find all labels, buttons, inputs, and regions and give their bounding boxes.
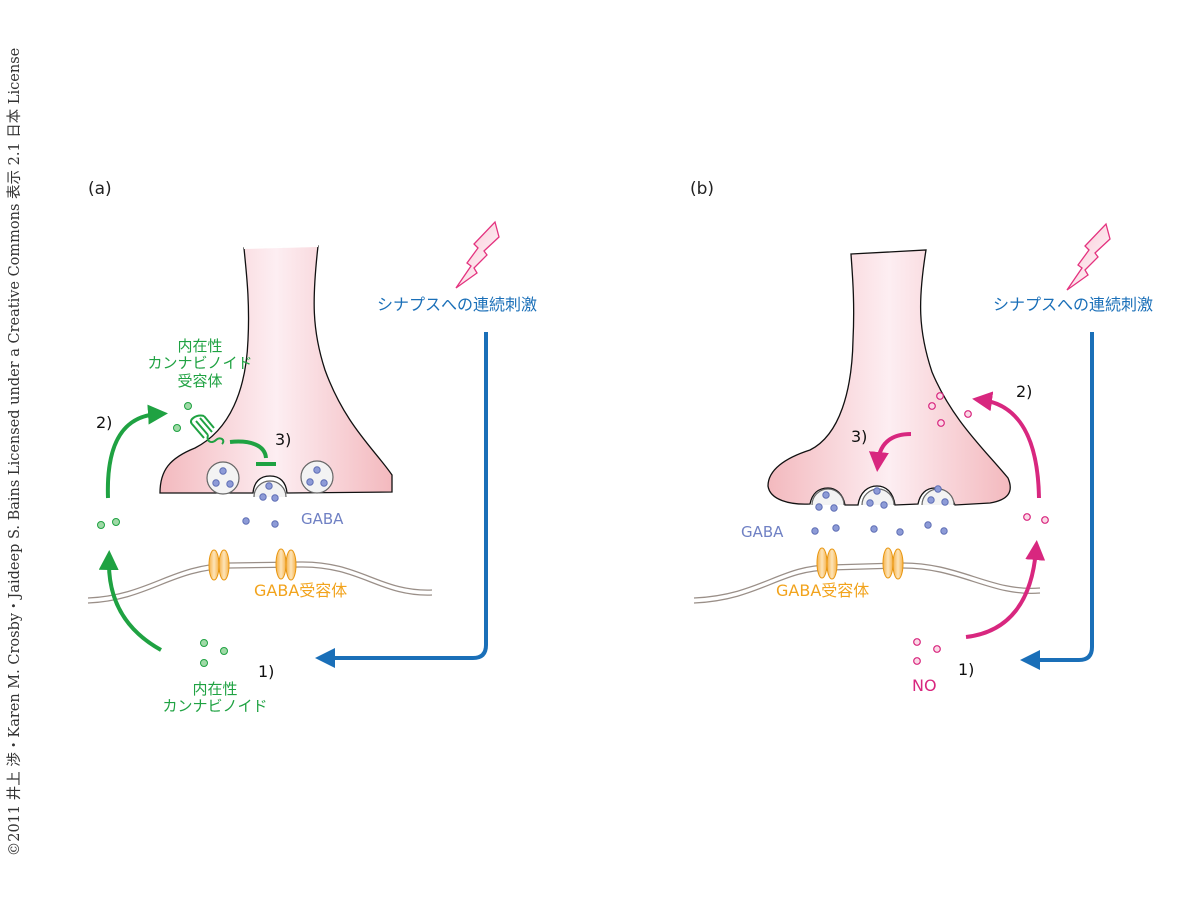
stimulus-label-a: シナプスへの連続刺激 bbox=[377, 295, 538, 314]
panel-b bbox=[693, 222, 1111, 670]
gaba-receptor bbox=[882, 547, 904, 580]
gaba-label-b: GABA bbox=[741, 523, 784, 541]
gaba-receptor-label-a: GABA受容体 bbox=[254, 581, 348, 600]
facilitation-arrow[interactable] bbox=[868, 432, 912, 472]
panel-b-label: (b) bbox=[690, 179, 715, 199]
step-3-label: 3) bbox=[851, 427, 868, 446]
cannabinoid-receptor-icon bbox=[190, 414, 225, 445]
stimulus-arrow[interactable] bbox=[315, 332, 488, 668]
stimulus-arrow[interactable] bbox=[1020, 332, 1094, 670]
inhibition-arrow[interactable] bbox=[229, 439, 276, 466]
endocannabinoid-label: 内在性 カンナビノイド bbox=[150, 680, 280, 716]
step-2-label: 2) bbox=[1016, 382, 1033, 401]
step-2-label: 2) bbox=[96, 413, 113, 432]
vesicle-releasing bbox=[811, 488, 845, 512]
lightning-bolt-icon bbox=[455, 220, 500, 289]
gaba-receptor-label-b: GABA受容体 bbox=[776, 581, 870, 600]
postsynaptic-membrane bbox=[87, 561, 433, 604]
gaba-receptor bbox=[208, 549, 230, 581]
label-line: カンナビノイド bbox=[162, 697, 268, 716]
lightning-bolt-icon bbox=[1066, 222, 1111, 291]
copyright-text: ©2011 井上 渉・Karen M. Crosby・Jaideep S. Ba… bbox=[7, 47, 23, 857]
vesicle-releasing bbox=[921, 485, 955, 506]
presynaptic-terminal bbox=[767, 249, 1011, 506]
gaba-receptor bbox=[275, 548, 297, 581]
stimulus-label-b: シナプスへの連続刺激 bbox=[993, 295, 1154, 314]
gaba-label-a: GABA bbox=[301, 510, 344, 528]
arrow-no-retrograde[interactable] bbox=[972, 391, 1041, 499]
step-1-label: 1) bbox=[258, 662, 275, 681]
arrow-no-diffusion[interactable] bbox=[965, 540, 1046, 639]
panel-a-label: (a) bbox=[88, 179, 112, 199]
panel-a bbox=[87, 220, 500, 668]
label-line: カンナビノイド bbox=[147, 354, 253, 373]
step-1-label: 1) bbox=[958, 660, 975, 679]
step-3-label: 3) bbox=[275, 430, 292, 449]
vesicle-releasing bbox=[253, 480, 287, 502]
cannabinoid-receptor-label: 内在性 カンナビノイド 受容体 bbox=[140, 337, 260, 390]
vesicle bbox=[206, 461, 240, 495]
label-line: 内在性 bbox=[177, 337, 223, 355]
postsynaptic-membrane bbox=[693, 562, 1041, 604]
label-line: 内在性 bbox=[192, 680, 238, 698]
gaba-molecules bbox=[242, 517, 279, 528]
presynaptic-terminal bbox=[159, 245, 393, 494]
label-line: 受容体 bbox=[177, 371, 223, 390]
arrow-release[interactable] bbox=[98, 550, 162, 652]
gaba-receptor bbox=[816, 547, 838, 580]
endocannabinoid-molecules bbox=[97, 402, 228, 667]
arrow-retrograde[interactable] bbox=[105, 404, 168, 499]
no-molecules bbox=[913, 392, 1049, 665]
gaba-molecules bbox=[811, 521, 948, 536]
vesicle-releasing bbox=[861, 487, 895, 509]
vesicle bbox=[300, 460, 334, 494]
no-label: NO bbox=[912, 676, 937, 695]
